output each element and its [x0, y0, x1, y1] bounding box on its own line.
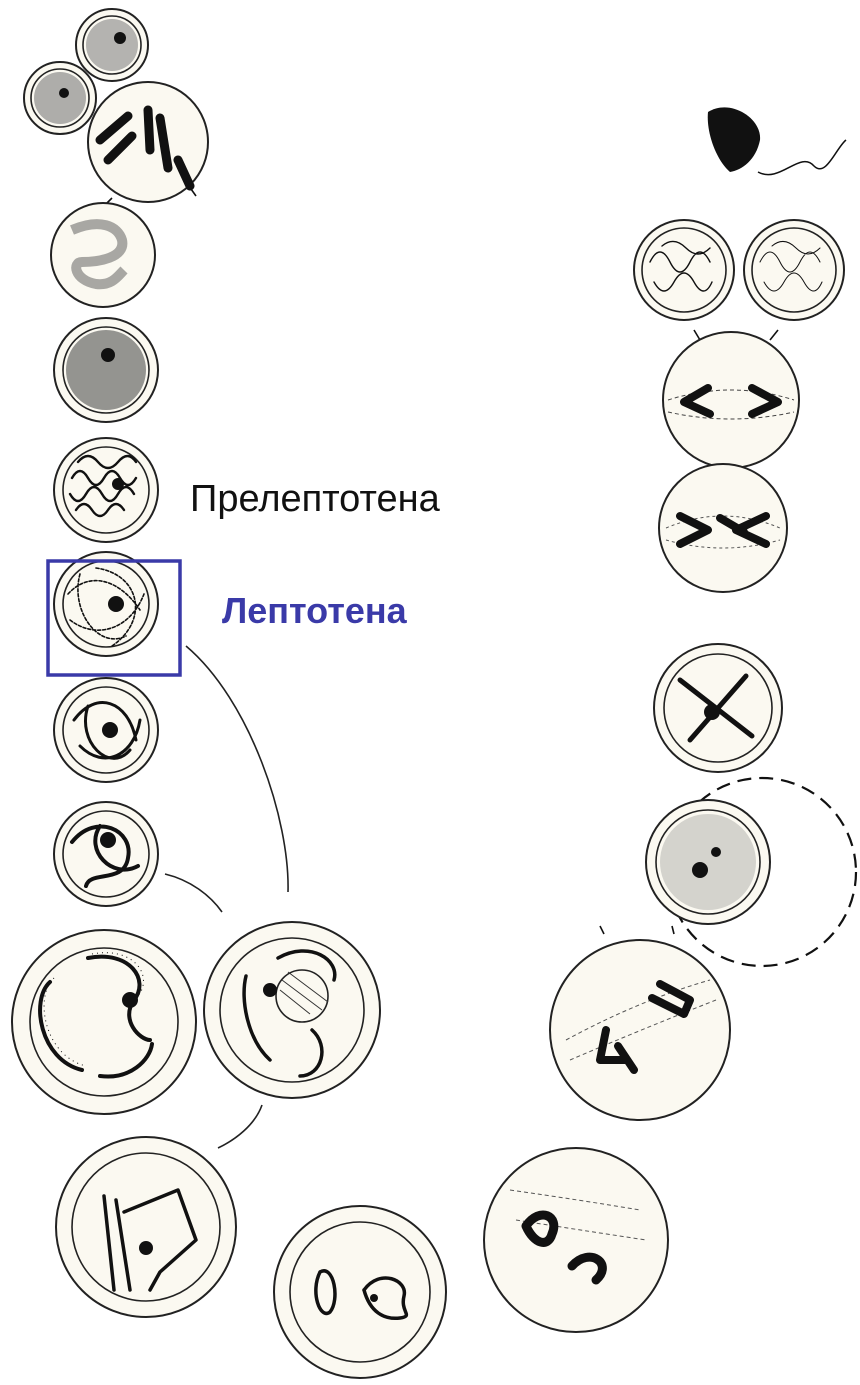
cell-premeiotic-small [76, 9, 148, 81]
connector-line [218, 1105, 262, 1148]
connector-line [165, 874, 222, 912]
cell-premeiotic-small-2 [24, 62, 96, 134]
cell-diakinesis-2 [274, 1206, 446, 1378]
cell-telophase-ii [663, 332, 799, 468]
cell-prometaphase-i [484, 1148, 668, 1332]
cell-spermatid-2 [744, 220, 844, 320]
cell-anaphase-i [646, 778, 856, 966]
cell-spermatid-1 [634, 220, 734, 320]
cell-metaphase-i [550, 940, 730, 1120]
cell-pachytene [12, 930, 196, 1114]
cell-interphase-1 [51, 203, 155, 307]
connector-line [186, 646, 288, 892]
cell-pachytene-early [54, 802, 158, 906]
cell-interphase-2 [54, 318, 158, 422]
sperm-cell [708, 107, 846, 174]
cell-diakinesis-1 [56, 1137, 236, 1317]
cell-spermatogonium-mitosis [88, 82, 208, 206]
arrow [600, 926, 674, 934]
label-leptotene: Лептотена [222, 590, 407, 632]
cell-diplotene [204, 922, 380, 1098]
cell-interkinesis [654, 644, 782, 772]
cell-metaphase-ii [659, 464, 787, 592]
label-preleptotene: Прелептотена [190, 478, 440, 521]
cell-preleptotene [54, 438, 158, 542]
cell-leptotene [54, 552, 158, 656]
cell-zygotene [54, 678, 158, 782]
